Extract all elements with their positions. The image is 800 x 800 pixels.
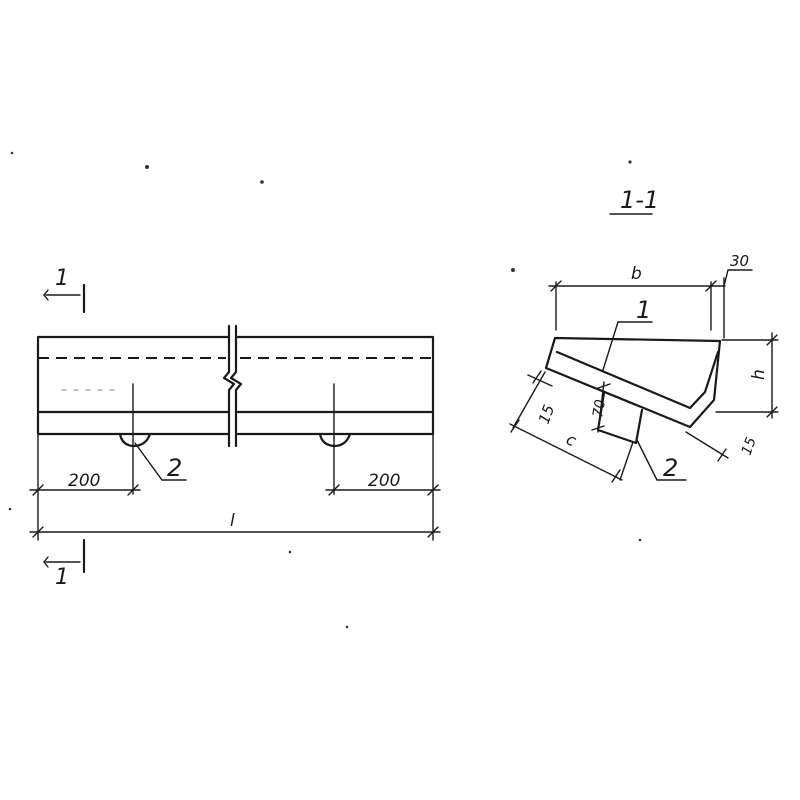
- tick-mark: [550, 280, 562, 292]
- tick-mark: [705, 280, 717, 292]
- dimension-70: 70: [590, 398, 609, 418]
- section-mark-bottom: 1: [43, 538, 86, 590]
- tick-mark: [766, 406, 778, 418]
- callout-leader-2-section: [636, 439, 687, 481]
- callout-leader-1: [602, 321, 653, 371]
- leader-30: [723, 269, 753, 287]
- beam-outline-right: [236, 335, 435, 436]
- tick-mark: [532, 370, 542, 384]
- tick-mark: [127, 484, 139, 496]
- callout-number-2-section: 2: [663, 454, 678, 482]
- tick-mark: [32, 484, 44, 496]
- dimension-line-15-right: [685, 431, 729, 459]
- angle-profile-inner: [555, 350, 720, 410]
- callout-leader-2: [134, 442, 187, 481]
- dimension-200-left: 200: [68, 471, 100, 491]
- support-pad-right: [318, 432, 352, 448]
- angle-profile-outer: [544, 336, 722, 429]
- tick-mark: [611, 469, 621, 483]
- dimension-b: b: [631, 264, 642, 284]
- callout-number-1: 1: [636, 296, 651, 324]
- dimension-200-right: 200: [368, 471, 400, 491]
- break-symbol: [222, 324, 243, 448]
- tick-mark: [591, 425, 605, 431]
- tick-mark: [32, 526, 44, 538]
- tick-mark: [328, 484, 340, 496]
- section-mark-label-bottom: 1: [55, 565, 69, 590]
- section-mark-label-top: 1: [55, 266, 69, 291]
- elevation-view: 200 200 l 2 1 1: [29, 266, 441, 590]
- extension-line-c-left: [512, 371, 546, 429]
- tick-mark: [766, 334, 778, 346]
- dimension-30: 30: [730, 252, 749, 270]
- dimension-length-l: l: [230, 511, 235, 531]
- extension-line-c-right: [619, 441, 634, 481]
- tick-mark: [597, 383, 611, 389]
- dimension-line-c: [509, 423, 623, 481]
- tick-mark: [717, 448, 727, 462]
- tick-mark: [510, 419, 520, 433]
- dimension-c: c: [563, 429, 579, 450]
- scan-specks: [8, 151, 642, 629]
- tick-mark: [427, 484, 439, 496]
- section-mark-top: 1: [43, 266, 86, 314]
- dimension-line-70: [597, 381, 605, 433]
- tick-mark: [427, 526, 439, 538]
- section-view: 1-1 b 30 h 15 c: [509, 186, 779, 483]
- dimension-15-right: 15: [739, 435, 760, 457]
- support-pad-left: [118, 432, 152, 448]
- section-title: 1-1: [620, 186, 659, 214]
- callout-number-2: 2: [167, 454, 182, 482]
- dimension-h: h: [749, 369, 769, 380]
- dimension-15-left: 15: [535, 402, 558, 426]
